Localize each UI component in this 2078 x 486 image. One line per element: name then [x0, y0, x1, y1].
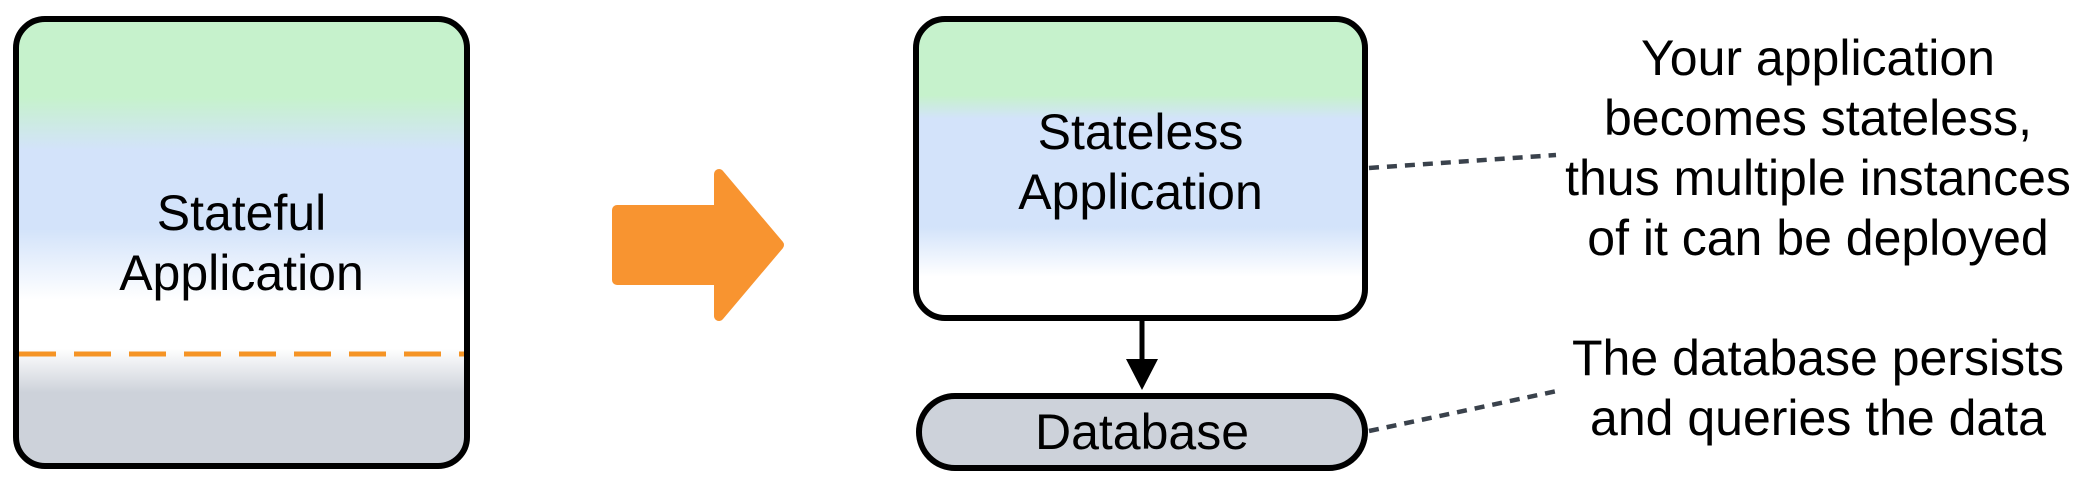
stateless-application-box: Stateless Application: [913, 16, 1368, 321]
stateless-box-label-line1: Stateless: [1037, 103, 1244, 160]
stateless-annotation-line4: of it can be deployed: [1587, 210, 2049, 266]
app-to-database-arrow-icon: [1126, 321, 1158, 390]
stateless-annotation: Your application becomes stateless, thus…: [1558, 28, 2078, 268]
transform-right-arrow-icon: [612, 169, 784, 321]
database-node: Database: [916, 393, 1368, 471]
stateful-box-label-line1: Stateful: [156, 184, 327, 241]
stateless-annotation-line2: becomes stateless,: [1604, 90, 2032, 146]
database-annotation: The database persists and queries the da…: [1558, 328, 2078, 448]
stateless-box-label-line2: Application: [1018, 163, 1263, 220]
stateful-application-box: Stateful Application: [13, 16, 470, 469]
database-label: Database: [1034, 404, 1250, 460]
database-annotation-line1: The database persists: [1572, 330, 2064, 386]
stateless-annotation-line1: Your application: [1641, 30, 1995, 86]
stateless-annotation-line3: thus multiple instances: [1565, 150, 2071, 206]
stateful-box-label-line2: Application: [119, 244, 364, 301]
database-annotation-line2: and queries the data: [1590, 390, 2046, 446]
database-note-connector-dashed-line: [1368, 388, 1558, 434]
stateless-note-connector-dashed-line: [1368, 152, 1557, 171]
state-divider-dashed-line: [19, 351, 464, 357]
